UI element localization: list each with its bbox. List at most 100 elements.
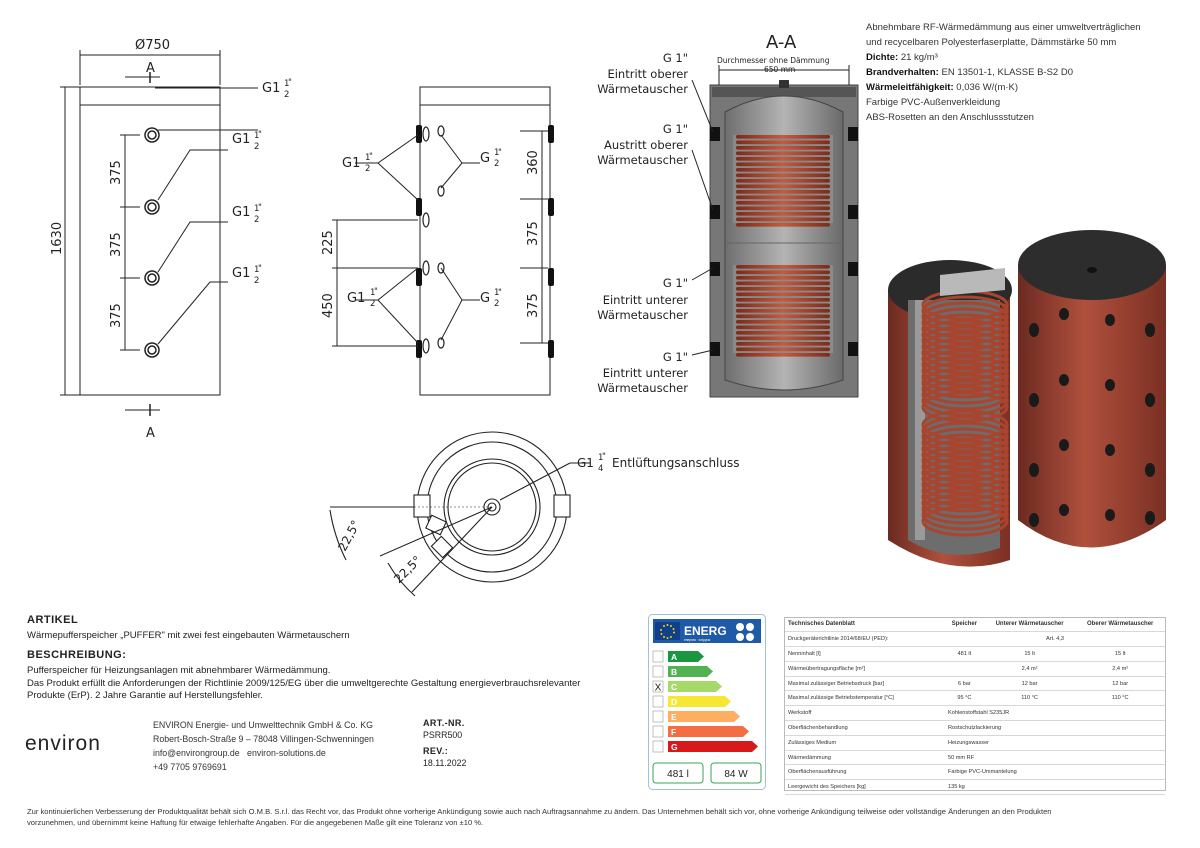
coil-winding: [921, 409, 1009, 441]
section-diameter-value: 650 mm: [764, 65, 795, 74]
svg-text:2: 2: [494, 159, 499, 169]
coil-winding: [921, 355, 1009, 387]
svg-text:": ": [498, 288, 502, 298]
svg-text:": ": [498, 148, 502, 158]
top-view-labels: G1 14" Entlüftungsanschluss 22,5° 22,5°: [335, 452, 739, 586]
svg-text:1: 1: [284, 79, 289, 89]
energy-class-checkbox: [652, 695, 664, 708]
side-view: [332, 86, 554, 396]
table-row: Maximal zulässige Betriebstemperatur [°C…: [785, 690, 1165, 707]
coil-winding: [736, 265, 830, 269]
beschreibung-heading: BESCHREIBUNG:: [27, 649, 127, 661]
svg-text:1: 1: [254, 204, 259, 214]
svg-text:1: 1: [494, 148, 499, 158]
coil-winding: [921, 295, 1009, 327]
angle-label: 22,5°: [391, 553, 424, 586]
coil-winding: [736, 303, 830, 308]
energy-class-bar-c: [668, 681, 722, 692]
svg-text:": ": [369, 152, 373, 162]
coil-winding: [736, 270, 830, 275]
energy-class-bar-b: [668, 666, 713, 677]
coil-winding: [736, 309, 830, 313]
svg-text:G 1": G 1": [663, 122, 688, 136]
coil-winding: [736, 292, 830, 297]
svg-text:1: 1: [494, 288, 499, 298]
dim-375-b: 375: [109, 232, 124, 257]
svg-text:Eintritt unterer: Eintritt unterer: [603, 366, 689, 380]
company-info: ENVIRON Energie- und Umwelttechnik GmbH …: [153, 720, 374, 772]
energy-class-mark: X: [655, 683, 662, 694]
energy-class-letter: F: [671, 727, 676, 737]
company-email[interactable]: info@environgroup.de: [153, 748, 240, 758]
coil-winding: [736, 223, 830, 227]
coil-winding: [921, 325, 1009, 357]
coil-winding: [921, 493, 1009, 525]
svg-text:1: 1: [254, 131, 259, 141]
coil-winding: [736, 184, 830, 189]
front-g1-label: G1: [232, 205, 250, 220]
coil-winding: [736, 179, 830, 183]
svg-text:G 1": G 1": [663, 276, 688, 290]
section-letter-bottom: A: [146, 426, 155, 441]
svg-text:Eintritt unterer: Eintritt unterer: [603, 293, 689, 307]
dim-225: 225: [321, 230, 336, 255]
svg-text:": ": [258, 130, 262, 140]
side-g-label: G: [480, 151, 490, 166]
coil-winding: [736, 325, 830, 330]
insulation-specs: Abnehmbare RF-Wärmedämmung aus einer umw…: [866, 22, 1141, 123]
coil-winding: [736, 157, 830, 161]
coil-winding: [921, 505, 1009, 537]
energy-class-letter: C: [671, 682, 677, 692]
svg-text:": ": [374, 287, 378, 297]
coil-winding: [921, 439, 1009, 471]
coil-winding: [921, 481, 1009, 513]
coil-winding: [736, 140, 830, 145]
coil-winding: [736, 162, 830, 167]
energy-loss: 84 W: [724, 769, 748, 780]
svg-text:Wärmetauscher: Wärmetauscher: [597, 153, 688, 167]
section-title: A-A: [766, 32, 797, 53]
technical-datasheet: Technisches Datenblatt Speicher Unterer …: [785, 617, 1165, 796]
coil-winding: [921, 427, 1009, 459]
front-view: [60, 50, 258, 416]
dim-375: 375: [526, 293, 541, 318]
coil-winding: [736, 336, 830, 341]
energy-class-checkbox: [652, 740, 664, 753]
svg-text:Wärmetauscher: Wärmetauscher: [597, 381, 688, 395]
angle-label: 22,5°: [335, 518, 363, 553]
company-web[interactable]: environ-solutions.de: [247, 748, 326, 758]
coil-winding: [921, 415, 1009, 447]
dim-375-c: 375: [109, 303, 124, 328]
coil-winding: [736, 342, 830, 346]
coil-winding: [736, 298, 830, 302]
svg-text:G 1": G 1": [663, 51, 688, 65]
table-row: Maximal zulässiger Betriebsdruck [bar]6 …: [785, 676, 1165, 692]
section-view: [691, 65, 859, 398]
energy-class-checkbox: [652, 650, 664, 663]
energy-class-letter: D: [671, 697, 677, 707]
coil-winding: [736, 201, 830, 205]
dim-450: 450: [321, 293, 336, 318]
coil-winding: [736, 190, 830, 194]
svg-text:1: 1: [254, 265, 259, 275]
energy-class-bar-d: [668, 696, 731, 707]
side-g-label: G: [480, 291, 490, 306]
svg-text:": ": [288, 78, 292, 88]
svg-text:Austritt oberer: Austritt oberer: [604, 138, 688, 152]
svg-text:2: 2: [365, 164, 370, 174]
table-row: Druckgeräterichtlinie 2014/68/EU (PED):A…: [785, 631, 1165, 648]
coil-winding: [921, 391, 1009, 423]
side-view-labels: G1 G G1 G 12" 12" 12" 12" 360 375 375 22…: [321, 148, 541, 318]
coil-winding: [921, 343, 1009, 375]
svg-text:2: 2: [254, 276, 259, 286]
svg-text:2: 2: [494, 299, 499, 309]
coil-winding: [736, 347, 830, 352]
svg-text:4: 4: [598, 464, 603, 474]
energy-class-bar-g: [668, 741, 758, 752]
coil-winding: [921, 499, 1009, 531]
coil-winding: [736, 287, 830, 291]
